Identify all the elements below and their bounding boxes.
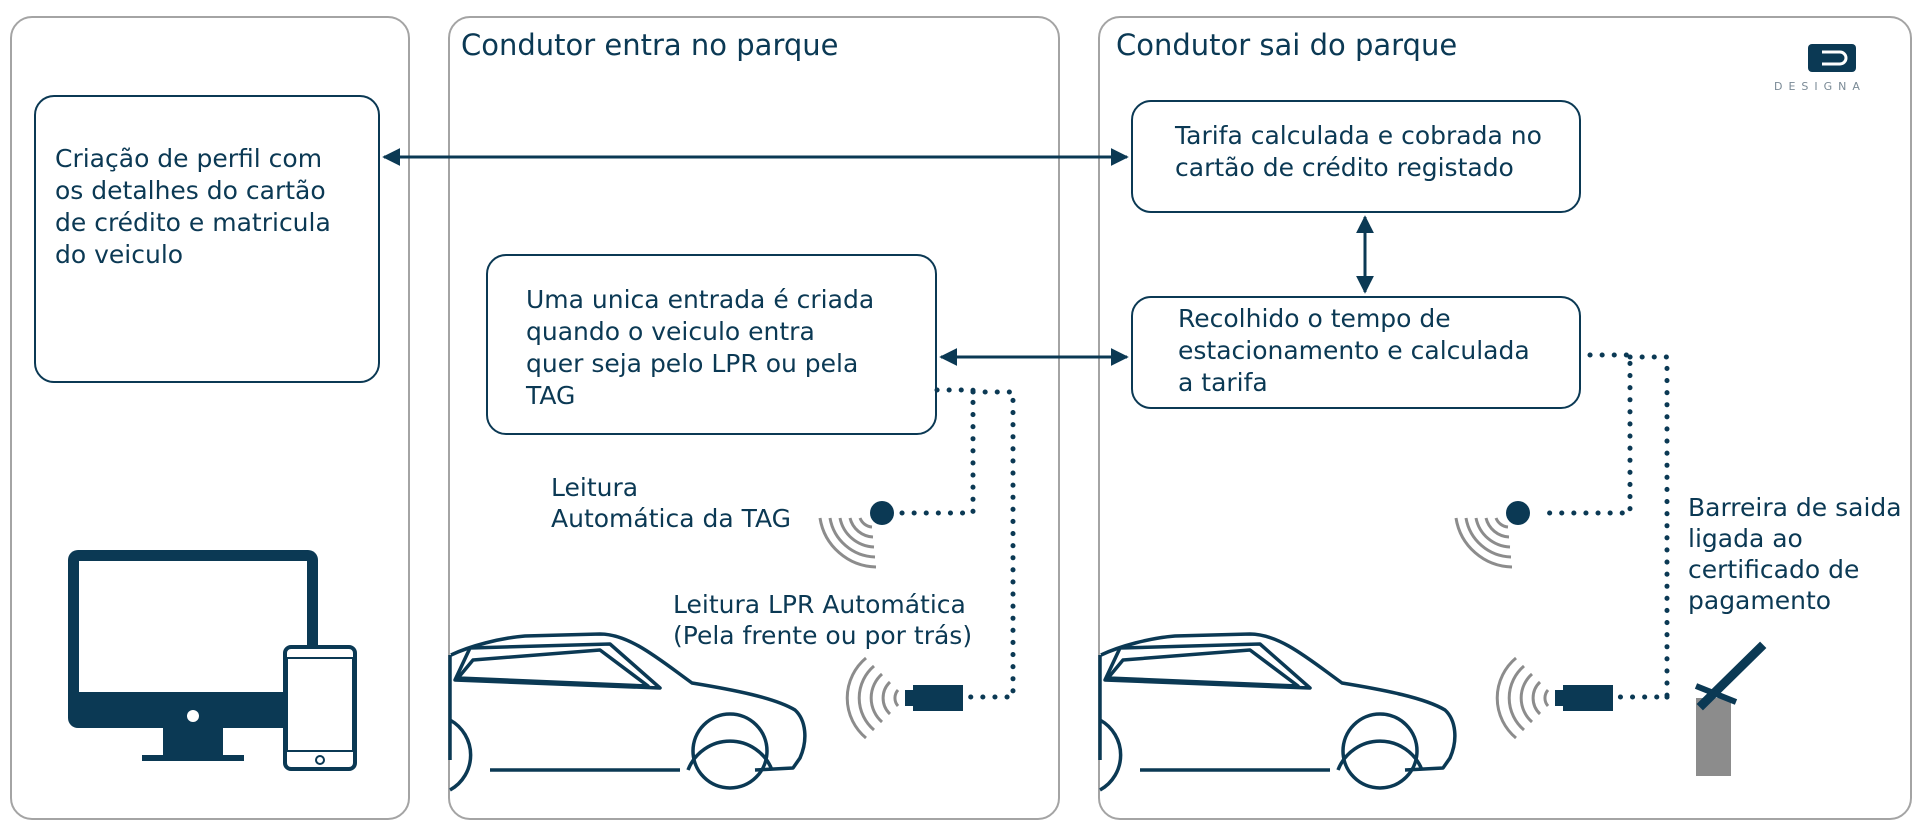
designa-logo bbox=[1808, 44, 1856, 72]
lpr-reading-label: Leitura LPR Automática (Pela frente ou p… bbox=[673, 590, 973, 650]
barrier-icon bbox=[1694, 641, 1767, 776]
wireless-signal-icon bbox=[1454, 517, 1513, 569]
tag-reader-icon bbox=[1454, 501, 1530, 569]
exit-lpr-connection bbox=[1615, 354, 1670, 700]
wireless-signal-icon bbox=[1495, 656, 1550, 740]
parking-time-box bbox=[1131, 296, 1581, 409]
exit-panel-title: Condutor sai do parque bbox=[1116, 28, 1458, 62]
logo-mark bbox=[1808, 44, 1856, 72]
exit-panel bbox=[1098, 16, 1912, 820]
entry-panel-title: Condutor entra no parque bbox=[461, 28, 839, 62]
exit-tag-connection bbox=[1535, 352, 1633, 516]
tag-reader-icon bbox=[818, 501, 894, 569]
wireless-signal-icon bbox=[845, 656, 900, 740]
entry-record-box bbox=[486, 254, 937, 435]
car-icon bbox=[1098, 632, 1457, 792]
lpr-camera-icon bbox=[1495, 656, 1613, 740]
wireless-signal-icon bbox=[818, 517, 877, 569]
exit-barrier-label: Barreira de saida ligada ao certificado … bbox=[1688, 493, 1902, 615]
profile-box-text: Criação de perfil com os detalhes do car… bbox=[55, 144, 331, 269]
entry-tag-connection bbox=[893, 387, 976, 516]
tariff-charged-box-text: Tarifa calculada e cobrada no cartão de … bbox=[1175, 121, 1542, 182]
car-icon bbox=[448, 632, 807, 792]
entry-record-box-text: Uma unica entrada é criada quando o veic… bbox=[526, 285, 875, 410]
profile-box bbox=[34, 95, 380, 383]
entry-lpr-connection bbox=[965, 389, 1016, 700]
account-panel bbox=[10, 16, 410, 820]
entry-panel bbox=[448, 16, 1060, 820]
logo-wordmark: DESIGNA bbox=[1774, 80, 1866, 93]
tariff-charged-box bbox=[1131, 100, 1581, 213]
tag-reading-label: Leitura Automática da TAG bbox=[551, 473, 791, 533]
parking-time-box-text: Recolhido o tempo de estacionamento e ca… bbox=[1178, 304, 1530, 397]
monitor-icon bbox=[68, 550, 318, 761]
lpr-camera-icon bbox=[845, 656, 963, 740]
smartphone-icon bbox=[283, 645, 357, 771]
